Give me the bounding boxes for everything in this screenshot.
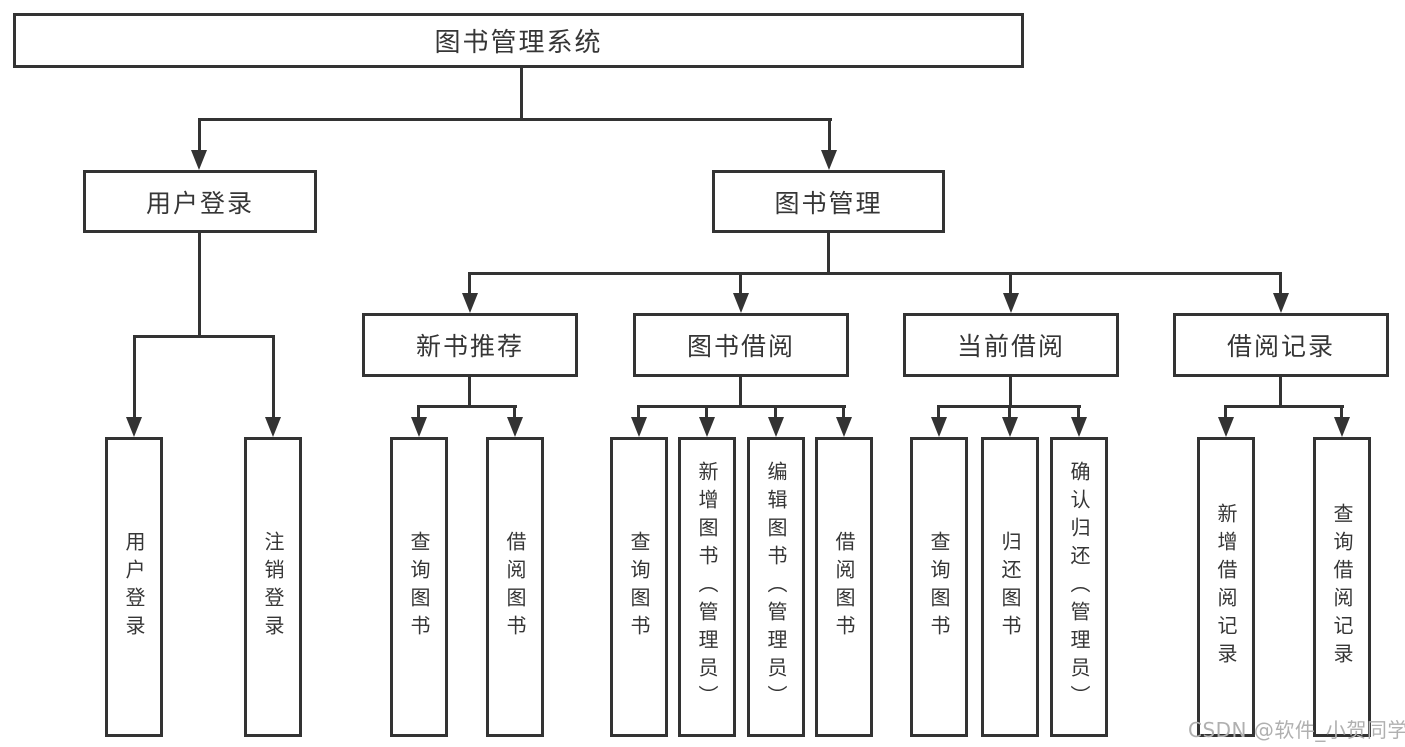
node-bb-query-books: 查询图书 — [610, 437, 668, 737]
node-current-borrowing: 当前借阅 — [903, 313, 1119, 377]
node-cb-return-books: 归还图书 — [981, 437, 1039, 737]
node-book-management: 图书管理 — [712, 170, 945, 233]
node-cb-query-books: 查询图书 — [910, 437, 968, 737]
arrowhead-nb-query — [411, 417, 427, 437]
arrowhead-logout-leaf — [265, 417, 281, 437]
arrowhead-new-books — [462, 293, 478, 313]
connector-bb-borrow-drop — [842, 405, 845, 417]
connector-book-borrow-stem — [739, 377, 742, 405]
connector-cb-query-drop — [937, 405, 940, 417]
arrowhead-login-leaf — [126, 417, 142, 437]
node-br-add-record: 新增借阅记录 — [1197, 437, 1255, 737]
connector-borrow-records-drop — [1279, 272, 1282, 293]
node-nb-borrow-books: 借阅图书 — [486, 437, 544, 737]
node-nb-query-books: 查询图书 — [390, 437, 448, 737]
connector-cb-confirm-drop — [1077, 405, 1080, 417]
connector-root-branch — [198, 118, 832, 121]
arrowhead-bb-borrow — [836, 417, 852, 437]
connector-root-stem — [520, 68, 523, 118]
node-br-query-record: 查询借阅记录 — [1313, 437, 1371, 737]
connector-new-books-branch — [418, 405, 517, 408]
arrowhead-cb-confirm — [1071, 417, 1087, 437]
node-bb-borrow-books: 借阅图书 — [815, 437, 873, 737]
connector-br-query-drop — [1340, 405, 1343, 417]
node-bb-edit-books-admin: 编辑图书（管理员） — [747, 437, 805, 737]
connector-book-mgmt-branch — [469, 272, 1282, 275]
connector-new-books-drop — [468, 272, 471, 293]
connector-book-mgmt-stem — [827, 233, 830, 272]
arrowhead-current-borrow — [1003, 293, 1019, 313]
node-user-login: 用户登录 — [83, 170, 317, 233]
arrowhead-user-login — [191, 150, 207, 170]
connector-login-leaf-drop — [133, 335, 136, 417]
arrowhead-book-borrow — [733, 293, 749, 313]
connector-bb-edit-drop — [774, 405, 777, 417]
node-bb-add-books-admin: 新增图书（管理员） — [678, 437, 736, 737]
node-book-borrowing: 图书借阅 — [633, 313, 849, 377]
arrowhead-br-add — [1218, 417, 1234, 437]
connector-user-login-branch — [133, 335, 275, 338]
node-borrowing-records: 借阅记录 — [1173, 313, 1389, 377]
watermark-text: CSDN @软件_小贺同学 — [1188, 718, 1405, 742]
node-cb-confirm-return-admin: 确认归还（管理员） — [1050, 437, 1108, 737]
connector-cb-return-drop — [1008, 405, 1011, 417]
connector-user-login-drop — [198, 118, 201, 150]
arrowhead-borrow-records — [1273, 293, 1289, 313]
node-library-system: 图书管理系统 — [13, 13, 1024, 68]
arrowhead-bb-query — [631, 417, 647, 437]
connector-book-borrow-branch — [638, 405, 846, 408]
arrowhead-nb-borrow — [507, 417, 523, 437]
connector-logout-leaf-drop — [272, 335, 275, 417]
node-user-login-leaf: 用户登录 — [105, 437, 163, 737]
connector-book-mgmt-drop — [828, 118, 831, 150]
arrowhead-bb-edit — [768, 417, 784, 437]
arrowhead-br-query — [1334, 417, 1350, 437]
connector-bb-add-drop — [705, 405, 708, 417]
node-new-book-recommend: 新书推荐 — [362, 313, 578, 377]
connector-borrow-records-stem — [1279, 377, 1282, 405]
connector-book-borrow-drop — [739, 272, 742, 293]
arrowhead-cb-return — [1002, 417, 1018, 437]
arrowhead-book-mgmt — [821, 150, 837, 170]
arrowhead-cb-query — [931, 417, 947, 437]
connector-user-login-stem — [198, 233, 201, 335]
connector-nb-borrow-drop — [513, 405, 516, 417]
connector-nb-query-drop — [417, 405, 420, 417]
connector-borrow-records-branch — [1225, 405, 1344, 408]
connector-bb-query-drop — [637, 405, 640, 417]
connector-current-borrow-stem — [1009, 377, 1012, 405]
arrowhead-bb-add — [699, 417, 715, 437]
connector-current-borrow-drop — [1009, 272, 1012, 293]
connector-new-books-stem — [468, 377, 471, 405]
connector-br-add-drop — [1224, 405, 1227, 417]
node-logout: 注销登录 — [244, 437, 302, 737]
